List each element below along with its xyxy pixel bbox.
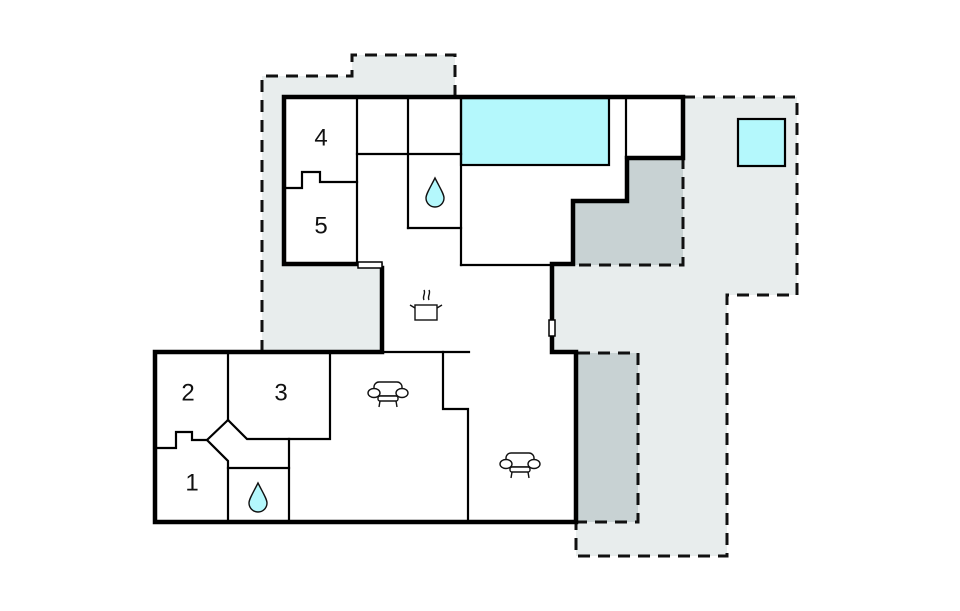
room-label-4: 4 bbox=[314, 125, 327, 152]
room-label-5: 5 bbox=[314, 213, 327, 240]
room-label-2: 2 bbox=[181, 380, 194, 407]
room-labels: 4 5 2 3 1 bbox=[181, 125, 327, 497]
room-label-1: 1 bbox=[185, 470, 198, 497]
cooking-pot-icon bbox=[409, 289, 443, 321]
armchair-icon bbox=[367, 381, 409, 408]
outdoor-hot-tub bbox=[736, 117, 787, 168]
covered-terrace-upper bbox=[574, 157, 683, 265]
interior-walls bbox=[153, 95, 628, 524]
room-label-3: 3 bbox=[274, 380, 287, 407]
water-drop-icon bbox=[425, 176, 445, 208]
indoor-pool bbox=[459, 96, 611, 167]
terrace-borders bbox=[260, 53, 799, 558]
water-drop-icon bbox=[248, 481, 268, 513]
covered-terraces bbox=[574, 157, 685, 524]
terrace-north bbox=[262, 55, 455, 352]
armchair-icon bbox=[499, 452, 541, 479]
covered-terrace-lower bbox=[578, 353, 638, 522]
